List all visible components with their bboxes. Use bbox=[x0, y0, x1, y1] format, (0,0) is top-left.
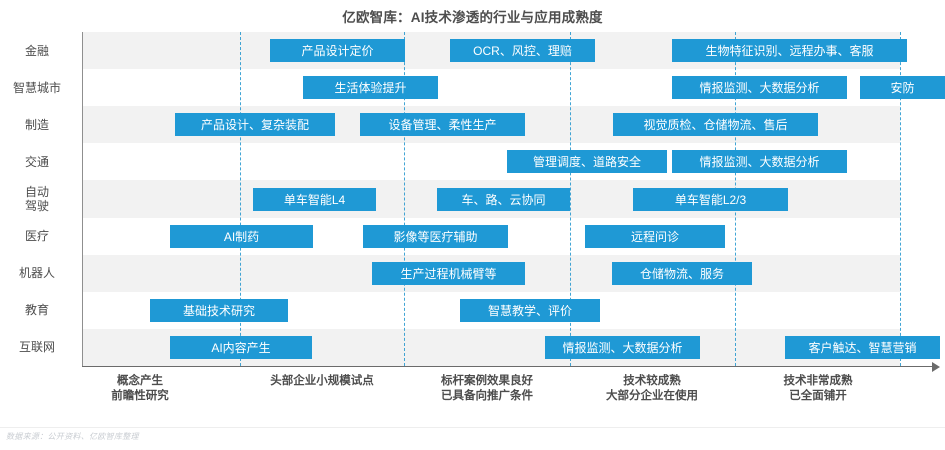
category-label-line: 医疗 bbox=[24, 229, 49, 244]
category-label-line: 制造 bbox=[24, 117, 49, 132]
stage-label: 头部企业小规模试点 bbox=[232, 374, 412, 389]
stage-label-line1: 标杆案例效果良好 bbox=[441, 375, 533, 387]
stage-label-line2: 已全面铺开 bbox=[789, 389, 847, 402]
bar[interactable]: 生产过程机械臂等 bbox=[372, 261, 525, 285]
stage-label: 技术较成熟大部分企业在使用 bbox=[562, 374, 742, 403]
bar[interactable]: 视觉质检、仓储物流、售后 bbox=[613, 113, 818, 137]
category-label-line: 互联网 bbox=[18, 340, 55, 355]
bar[interactable]: 客户触达、智慧营销 bbox=[785, 335, 940, 359]
bar[interactable]: 情报监测、大数据分析 bbox=[672, 150, 847, 174]
stage-label-line1: 技术非常成熟 bbox=[783, 375, 853, 387]
bar[interactable]: 车、路、云协同 bbox=[437, 187, 570, 211]
bar[interactable]: AI制药 bbox=[170, 224, 313, 248]
bar[interactable]: 影像等医疗辅助 bbox=[363, 224, 508, 248]
stage-label-line2: 大部分企业在使用 bbox=[606, 389, 698, 402]
stage-label: 技术非常成熟已全面铺开 bbox=[728, 374, 908, 403]
category-label: 自动驾驶 bbox=[0, 185, 74, 213]
bar[interactable]: 单车智能L4 bbox=[253, 187, 376, 211]
stage-label-line2: 已具备向推广条件 bbox=[441, 389, 533, 402]
bar[interactable]: 管理调度、道路安全 bbox=[507, 150, 667, 174]
bar[interactable]: OCR、风控、理赔 bbox=[450, 39, 595, 63]
category-label-line: 机器人 bbox=[18, 266, 55, 281]
stage-label-line1: 概念产生 bbox=[117, 375, 163, 387]
bar[interactable]: 单车智能L2/3 bbox=[633, 187, 788, 211]
bar[interactable]: 设备管理、柔性生产 bbox=[360, 113, 525, 137]
y-axis-line bbox=[82, 32, 83, 366]
bar[interactable]: 情报监测、大数据分析 bbox=[545, 335, 700, 359]
bar[interactable]: 远程问诊 bbox=[585, 224, 725, 248]
bar[interactable]: 生物特征识别、远程办事、客服 bbox=[672, 39, 907, 63]
source-note: 数据来源：公开资料、亿欧智库整理 bbox=[6, 432, 139, 441]
category-label: 智慧城市 bbox=[0, 81, 74, 95]
bar[interactable]: 智慧教学、评价 bbox=[460, 298, 600, 322]
category-label: 教育 bbox=[0, 303, 74, 317]
gridline bbox=[240, 32, 241, 366]
category-label: 医疗 bbox=[0, 229, 74, 243]
footer-divider bbox=[0, 427, 945, 428]
bar[interactable]: 产品设计定价 bbox=[270, 39, 405, 63]
category-label-line: 驾驶 bbox=[24, 199, 49, 213]
category-label-line: 智慧城市 bbox=[12, 80, 61, 95]
stage-label-line2: 前瞻性研究 bbox=[111, 389, 169, 402]
stage-label: 概念产生前瞻性研究 bbox=[50, 374, 230, 403]
x-axis-arrow-icon bbox=[932, 361, 940, 372]
category-label-line: 金融 bbox=[24, 43, 49, 58]
bar[interactable]: 情报监测、大数据分析 bbox=[672, 76, 847, 100]
bar[interactable]: 仓储物流、服务 bbox=[612, 261, 752, 285]
stage-label: 标杆案例效果良好已具备向推广条件 bbox=[397, 374, 577, 403]
category-label: 交通 bbox=[0, 155, 74, 169]
category-label-line: 交通 bbox=[24, 154, 49, 169]
stage-label-line1: 技术较成熟 bbox=[623, 375, 681, 387]
category-label-line: 教育 bbox=[24, 303, 49, 318]
chart-title: 亿欧智库：AI技术渗透的行业与应用成熟度 bbox=[342, 10, 603, 25]
gridline bbox=[404, 32, 405, 366]
bar[interactable]: 生活体验提升 bbox=[303, 76, 438, 100]
gridline bbox=[900, 32, 901, 366]
category-label: 制造 bbox=[0, 118, 74, 132]
category-label-line: 自动 bbox=[24, 185, 49, 199]
category-label: 金融 bbox=[0, 44, 74, 58]
category-label: 互联网 bbox=[0, 340, 74, 354]
stage-label-line1: 头部企业小规模试点 bbox=[270, 375, 374, 387]
x-axis-line bbox=[82, 366, 934, 367]
bar[interactable]: 安防 bbox=[860, 76, 945, 100]
category-label: 机器人 bbox=[0, 266, 74, 280]
bar[interactable]: 基础技术研究 bbox=[150, 298, 288, 322]
gridline bbox=[570, 32, 571, 366]
bar[interactable]: 产品设计、复杂装配 bbox=[175, 113, 335, 137]
bar[interactable]: AI内容产生 bbox=[170, 335, 312, 359]
